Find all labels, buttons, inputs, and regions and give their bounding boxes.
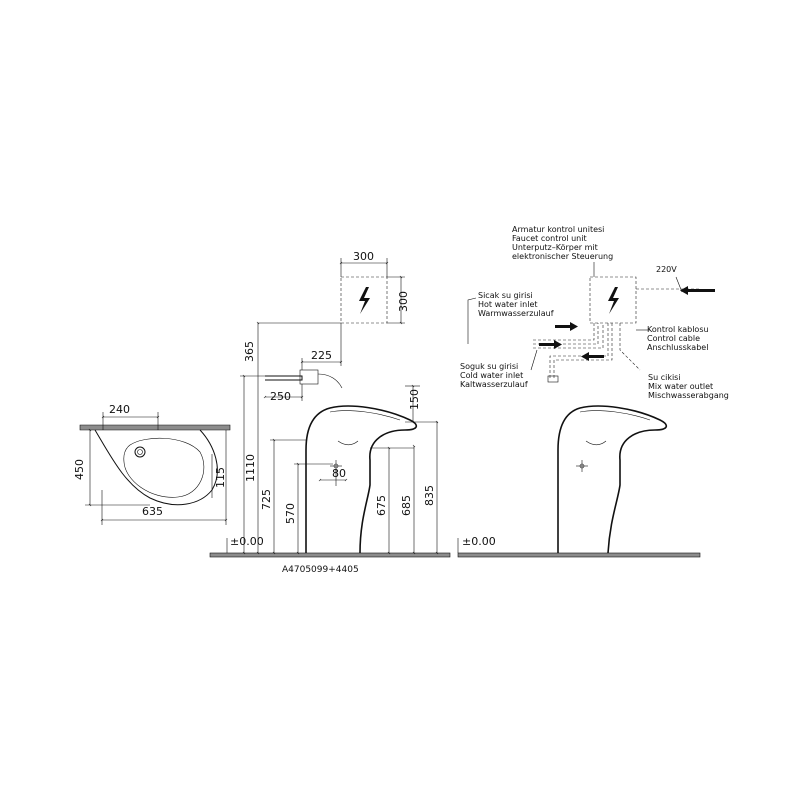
counter-top [79,424,231,431]
control-unit-box [589,276,637,324]
arrow-icon [555,322,578,331]
pedestal-basin-installed [557,405,668,554]
product-code: A4705099+4405 [282,565,359,575]
floor-level-left: ±0.00 [230,535,264,548]
side-view: ±0.00 300 300 365 1110 225 250 [209,250,451,575]
waste-outlet [134,446,146,458]
dim-total-width: 635 [142,505,163,518]
dim-height-570: 570 [284,503,297,524]
floor-slab-left [209,552,451,558]
dim-box-height: 300 [397,291,410,312]
hot-water-label: Sicak su girisi Hot water inlet Warmwass… [478,291,554,318]
top-view: 240 450 635 115 [73,403,231,525]
faucet-spout [265,375,303,381]
dim-waste-offset: 115 [214,467,227,488]
lightning-icon [359,287,370,314]
dim-sensor-offset: 80 [332,467,346,480]
control-cable-label: Kontrol kablosu Control cable Anschlussk… [647,325,711,352]
basin-outline [94,429,218,506]
mix-water-pipe [549,323,609,380]
arrow-icon [680,286,715,295]
dim-box-width: 300 [353,250,374,263]
control-unit-label: Armatur kontrol unitesi Faucet control u… [512,225,613,261]
dim-top-depth: 450 [73,459,86,480]
floor-slab-right [457,552,701,558]
dim-box-offset: 225 [311,349,332,362]
faucet-body [299,369,319,385]
dim-height-725: 725 [260,489,273,510]
installation-view: ±0.00 Armatur kontrol unitesi Faucet con… [457,225,729,558]
dim-box-above-top: 365 [243,341,256,362]
dim-height-835: 835 [423,485,436,506]
cold-water-pipe [533,323,604,349]
dim-box-floor-height: 1110 [244,454,257,482]
arrow-icon [539,340,562,349]
waste-outlet-inner [137,449,143,455]
dim-top-width: 240 [109,403,130,416]
dim-basin-depth: 150 [408,389,421,410]
hot-water-pipe [533,323,595,341]
dim-height-675: 675 [375,495,388,516]
electrical-box [340,276,388,324]
mix-outlet-label: Su cikisi Mix water outlet Mischwasserab… [648,373,729,400]
dim-spout-reach: 250 [270,390,291,403]
arrow-icon [581,352,604,361]
basin-bowl [123,437,205,498]
cold-water-label: Soguk su girisi Cold water inlet Kaltwas… [460,362,528,389]
floor-level-right: ±0.00 [462,535,496,548]
pedestal-basin-profile [305,405,418,554]
dim-height-685: 685 [400,495,413,516]
voltage-label: 220V [656,265,677,274]
lightning-icon [608,287,619,314]
